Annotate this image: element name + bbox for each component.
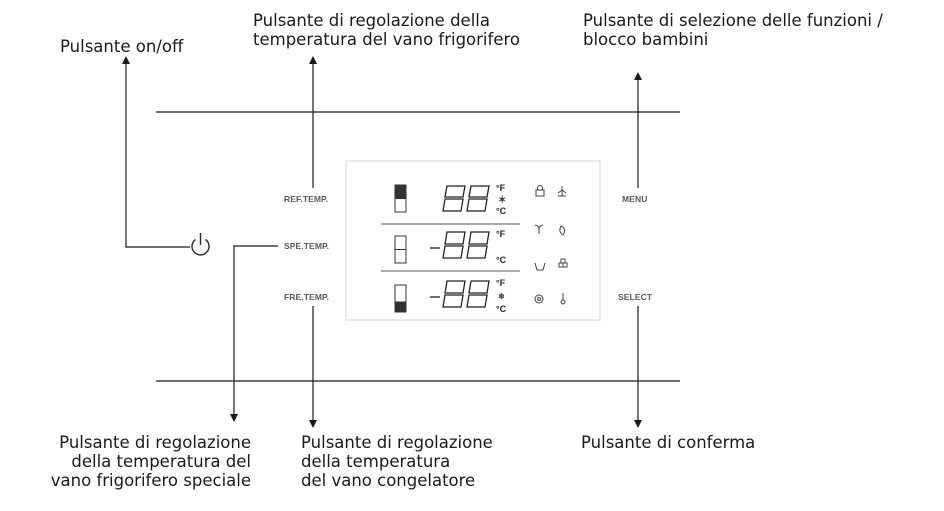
fre-temp-callout: Pulsante di regolazione della temperatur… xyxy=(301,433,493,490)
fan-icon xyxy=(557,186,567,197)
level-bar-row3 xyxy=(394,284,407,313)
lock-icon xyxy=(535,185,545,197)
spe-temp-callout: Pulsante di regolazione della temperatur… xyxy=(50,433,251,490)
svg-text:°C: °C xyxy=(496,304,507,314)
svg-text:❄: ❄ xyxy=(498,292,505,301)
digits-row1 xyxy=(442,185,490,212)
grid-icon xyxy=(558,258,568,268)
power-callout: Pulsante on/off xyxy=(60,37,184,56)
thermometer-icon xyxy=(560,293,566,305)
select-button[interactable]: SELECT xyxy=(618,292,653,302)
level-bar-row2 xyxy=(394,235,407,264)
ref-temp-callout: Pulsante di regolazione della temperatur… xyxy=(253,11,520,49)
digits-row3 xyxy=(430,280,490,308)
spe-temp-button[interactable]: SPE.TEMP. xyxy=(284,241,330,251)
units: °F ✶ °C °F °C °F ❄ °C xyxy=(496,183,507,314)
level-bar-row1 xyxy=(394,184,407,213)
ref-temp-button[interactable]: REF.TEMP. xyxy=(284,194,329,204)
power-button-icon[interactable] xyxy=(191,233,210,256)
svg-text:✶: ✶ xyxy=(498,195,506,206)
eco-icon xyxy=(534,294,544,304)
svg-text:°F: °F xyxy=(496,183,506,193)
svg-text:°F: °F xyxy=(496,278,506,288)
svg-text:°C: °C xyxy=(496,255,507,265)
fre-temp-button[interactable]: FRE.TEMP. xyxy=(284,292,330,302)
digits-row2 xyxy=(430,231,490,259)
display-frame xyxy=(345,160,601,321)
leaf-icon xyxy=(559,225,566,236)
select-callout: Pulsante di conferma xyxy=(581,433,756,452)
basket-icon xyxy=(534,262,546,271)
svg-text:°F: °F xyxy=(496,229,506,239)
power-leader xyxy=(122,56,190,248)
menu-button[interactable]: MENU xyxy=(622,194,648,204)
svg-text:°C: °C xyxy=(496,206,507,216)
menu-callout: Pulsante di selezione delle funzioni / b… xyxy=(583,11,883,49)
plant-icon xyxy=(534,224,544,234)
spe-temp-leader xyxy=(230,245,278,422)
